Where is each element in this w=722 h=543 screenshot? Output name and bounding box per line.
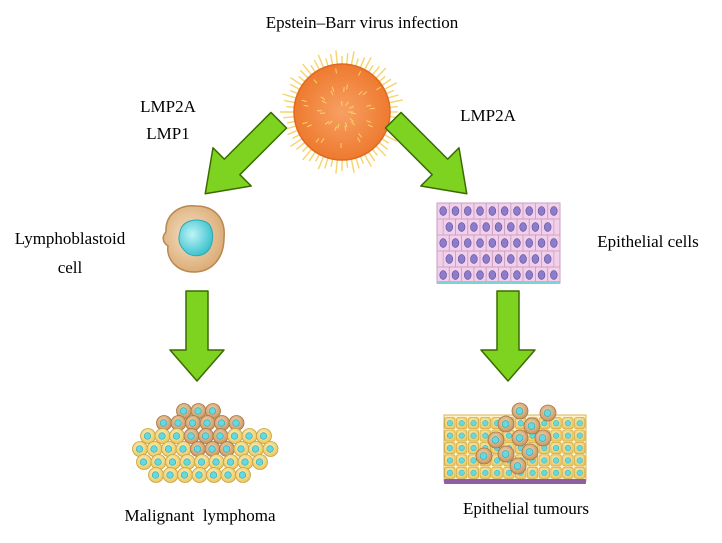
malignant-lymphoma-cluster-icon <box>133 404 279 483</box>
epithelial-cells-label: Epithelial cells <box>597 232 699 251</box>
left-protein-lmp2a: LMP2A <box>140 97 196 116</box>
right-protein-lmp2a: LMP2A <box>460 106 516 125</box>
epithelial-tumour-icon <box>444 403 586 484</box>
epithelium-tissue-icon <box>437 203 560 284</box>
lymphoblastoid-label-line2: cell <box>58 258 83 277</box>
arrow-left-down-icon <box>170 291 224 381</box>
lymphoblastoid-cell-icon <box>163 206 224 272</box>
malignant-lymphoma-label: Malignant lymphoma <box>124 506 276 525</box>
diagram-title: Epstein–Barr virus infection <box>266 13 459 32</box>
left-protein-lmp1: LMP1 <box>146 124 189 143</box>
arrow-right-down-icon <box>481 291 535 381</box>
virus-icon <box>280 50 403 173</box>
epithelial-tumours-label: Epithelial tumours <box>463 499 589 518</box>
arrow-left-diagonal-icon <box>186 101 298 213</box>
lymphoblastoid-label-line1: Lymphoblastoid <box>15 229 126 248</box>
